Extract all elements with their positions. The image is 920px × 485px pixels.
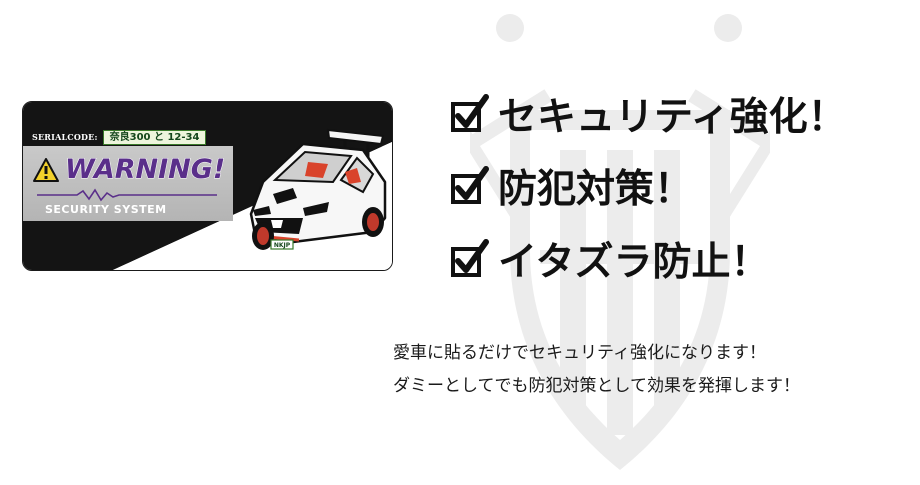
security-sticker: SERIALCODE: 奈良300 と 12-34 WARNING! SECUR… xyxy=(22,101,393,271)
headline-security: セキュリティ強化！ xyxy=(450,86,847,142)
waveform-line xyxy=(37,188,217,202)
plate-badge-text: NKJP xyxy=(274,242,291,249)
headline-text: セキュリティ強化！ xyxy=(498,95,847,140)
warning-text: WARNING! xyxy=(64,154,226,186)
license-plate-text: 奈良300 と 12-34 xyxy=(102,129,207,145)
headline-crime-prevention: 防犯対策！ xyxy=(450,158,693,214)
checkbox-check-icon xyxy=(451,166,489,204)
checkbox-check-icon xyxy=(451,239,489,277)
description-line-2: ダミーとしてでも防犯対策として効果を発揮します！ xyxy=(393,376,800,396)
description-line-1: 愛車に貼るだけでセキュリティ強化になります！ xyxy=(393,343,766,363)
headline-prank-prevention: イタズラ防止！ xyxy=(450,231,769,287)
warning-triangle-icon xyxy=(33,157,59,182)
warning-band xyxy=(23,146,233,221)
serial-code-row: SERIALCODE: 奈良300 と 12-34 xyxy=(32,129,207,145)
security-system-text: SECURITY SYSTEM xyxy=(45,203,167,216)
crossed-swords-shield-watermark xyxy=(470,14,770,470)
checkbox-check-icon xyxy=(451,94,489,132)
serial-code-label: SERIALCODE: xyxy=(32,132,98,142)
warning-title: WARNING! xyxy=(33,154,226,186)
car-illustration: NKJP xyxy=(249,128,387,250)
headline-text: イタズラ防止！ xyxy=(498,240,770,285)
headline-text: 防犯対策！ xyxy=(498,167,694,212)
